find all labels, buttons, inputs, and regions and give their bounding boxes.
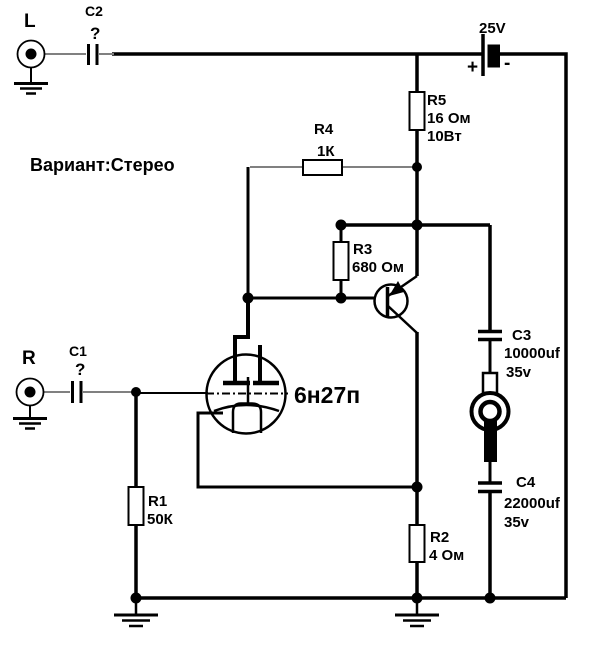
tube-label: 6н27п bbox=[294, 382, 360, 408]
battery-minus-sign: - bbox=[504, 53, 510, 74]
c4-name: C4 bbox=[516, 474, 536, 491]
c3-value: 10000uf bbox=[504, 345, 561, 362]
wire-right-edge bbox=[500, 52, 568, 598]
r5-body bbox=[408, 91, 426, 131]
variant-note: Вариант:Стерео bbox=[30, 155, 175, 175]
rca-connector-left bbox=[16, 39, 46, 69]
resistor-r5 bbox=[408, 91, 426, 131]
junction-dot bbox=[335, 292, 347, 304]
rca-left-pin bbox=[25, 48, 37, 60]
junction-dots bbox=[130, 162, 496, 604]
r3-name: R3 bbox=[353, 241, 372, 258]
r3-value: 680 Ом bbox=[352, 259, 404, 276]
junction-dot bbox=[335, 219, 347, 231]
r4-value: 1К bbox=[317, 143, 335, 160]
battery-25v bbox=[481, 34, 500, 76]
input-right-label: R bbox=[22, 348, 36, 369]
junction-dot bbox=[130, 592, 142, 604]
wire-tube-plate-left bbox=[233, 298, 250, 381]
wire-cathode-return bbox=[196, 411, 417, 489]
ground-input-right bbox=[13, 406, 47, 430]
r5-value: 16 Ом bbox=[427, 110, 471, 127]
plug-tip bbox=[481, 371, 499, 395]
labels: L C2 ? 25V + - R5 16 Ом 10Вт R4 1К Вариа… bbox=[22, 3, 561, 564]
r2-name: R2 bbox=[430, 529, 449, 546]
junction-dot bbox=[242, 292, 254, 304]
vacuum-tube bbox=[205, 353, 288, 435]
junction-dot bbox=[411, 219, 423, 231]
tube-heater bbox=[231, 402, 263, 433]
resistor-r1 bbox=[127, 486, 145, 526]
r2-body bbox=[408, 524, 426, 563]
junction-dot bbox=[412, 162, 422, 172]
c2-name: C2 bbox=[85, 3, 103, 19]
ground-r1 bbox=[114, 598, 158, 628]
resistor-r2 bbox=[408, 524, 426, 563]
resistor-r4 bbox=[302, 159, 343, 176]
junction-dot bbox=[484, 592, 496, 604]
component-leads bbox=[43, 53, 415, 393]
r1-name: R1 bbox=[148, 493, 167, 510]
r5-power: 10Вт bbox=[427, 128, 462, 145]
r4-name: R4 bbox=[314, 121, 334, 138]
junction-dot bbox=[131, 387, 141, 397]
input-left-label: L bbox=[24, 11, 36, 32]
c3-name: C3 bbox=[512, 327, 531, 344]
plug-inner-ring bbox=[478, 399, 502, 424]
junction-dot bbox=[411, 592, 423, 604]
c1-value: ? bbox=[75, 360, 85, 379]
tube-cathode-arc bbox=[213, 403, 280, 413]
transistor-collector bbox=[387, 305, 418, 334]
wiring bbox=[112, 52, 568, 600]
battery-plate-negative bbox=[487, 44, 500, 68]
c1-name: C1 bbox=[69, 343, 87, 359]
capacitor-c3 bbox=[478, 329, 502, 342]
transistor-pnp bbox=[373, 274, 418, 334]
battery-plus-sign: + bbox=[467, 57, 478, 78]
plug-sleeve bbox=[484, 416, 497, 462]
r4-body bbox=[302, 159, 343, 176]
c3-voltage: 35v bbox=[506, 364, 532, 381]
r2-value: 4 Ом bbox=[429, 547, 464, 564]
ground-input-left bbox=[14, 68, 48, 95]
capacitor-c4 bbox=[478, 481, 502, 494]
r5-name: R5 bbox=[427, 92, 446, 109]
r1-body bbox=[127, 486, 145, 526]
c4-voltage: 35v bbox=[504, 514, 530, 531]
resistor-r3 bbox=[332, 241, 350, 281]
capacitor-c1 bbox=[71, 381, 83, 403]
rca-connector-right bbox=[15, 377, 45, 407]
transistor-emitter-arrow bbox=[389, 281, 404, 296]
capacitor-c2 bbox=[87, 44, 99, 65]
headphone-plug bbox=[469, 371, 511, 462]
junction-dot bbox=[411, 481, 423, 493]
rca-right-pin bbox=[24, 386, 36, 398]
r1-value: 50К bbox=[147, 511, 174, 528]
c4-value: 22000uf bbox=[504, 495, 561, 512]
battery-voltage-label: 25V bbox=[479, 20, 506, 37]
r3-body bbox=[332, 241, 350, 281]
c2-value: ? bbox=[90, 24, 100, 43]
